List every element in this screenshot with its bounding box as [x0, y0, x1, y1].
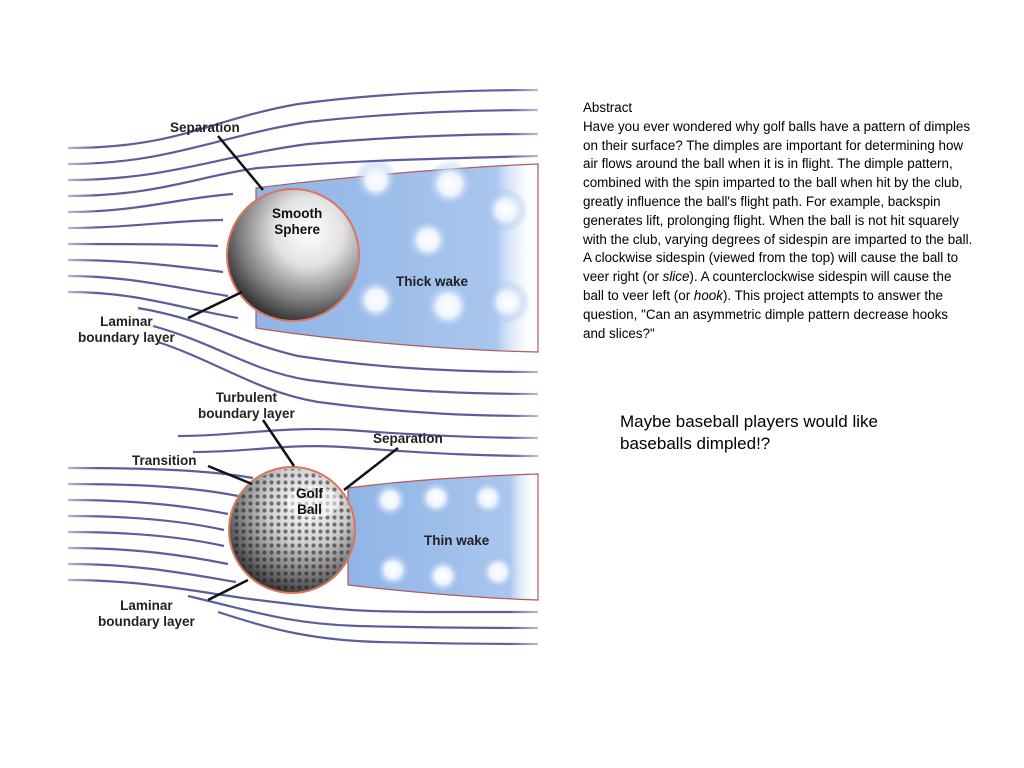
abstract-text-block: Abstract Have you ever wondered why golf…	[583, 99, 973, 343]
abstract-heading: Abstract	[583, 100, 633, 115]
abstract-body: Have you ever wondered why golf balls ha…	[583, 118, 973, 344]
label-transition: Transition	[132, 453, 197, 468]
transition-leader	[207, 464, 253, 486]
abstract-slice-term: slice	[662, 269, 690, 285]
smooth-sphere	[226, 188, 360, 322]
top-streamlines-lower	[67, 258, 539, 418]
abstract-body-part1: Have you ever wondered why golf balls ha…	[583, 118, 973, 285]
label-golf-ball-line1: Golf	[296, 486, 323, 501]
turbulent-leader	[261, 419, 296, 467]
label-top-separation: Separation	[170, 120, 240, 135]
abstract-hook-term: hook	[693, 287, 723, 303]
label-turbulent-line1: Turbulent	[215, 390, 278, 405]
label-turbulent-line2: boundary layer	[198, 406, 295, 421]
label-bottom-laminar: Laminar boundary layer	[98, 598, 195, 630]
airflow-diagram: Separation Smooth Sphere Thick wake Lami…	[58, 80, 548, 650]
label-golf-ball-line2: Ball	[297, 502, 322, 517]
top-streamlines-upper	[67, 88, 539, 248]
label-top-laminar-line1: Laminar	[100, 314, 153, 329]
wake-blobs	[354, 158, 530, 330]
abstract-body-part2: ). A counterclockwise sidespin will caus…	[583, 269, 952, 303]
label-turbulent: Turbulent boundary layer	[198, 390, 295, 422]
bottom-streamlines-lower	[67, 530, 539, 646]
label-bottom-laminar-line1: Laminar	[120, 598, 173, 613]
top-laminar-leader	[187, 290, 243, 320]
bottom-streamlines-upper	[67, 427, 539, 532]
bottom-laminar-leader	[207, 578, 249, 602]
abstract-body-part3: ). This project attempts to answer the q…	[583, 287, 948, 341]
thin-wake-blobs	[372, 480, 516, 594]
golf-ball-dimples	[231, 469, 353, 591]
label-bottom-separation: Separation	[373, 431, 443, 446]
top-separation-leader	[217, 135, 264, 191]
bottom-flow-group	[67, 419, 539, 646]
label-thin-wake: Thin wake	[424, 533, 490, 548]
bottom-separation-leader	[343, 447, 399, 491]
top-flow-group	[67, 88, 539, 418]
baseball-note: Maybe baseball players would like baseba…	[620, 412, 878, 453]
label-smooth-sphere-line1: Smooth	[272, 206, 323, 221]
label-top-laminar-line2: boundary layer	[78, 330, 175, 345]
label-thick-wake: Thick wake	[396, 274, 469, 289]
airflow-diagram-svg	[67, 88, 539, 646]
label-smooth-sphere: Smooth Sphere	[272, 206, 322, 238]
label-smooth-sphere-line2: Sphere	[274, 222, 321, 237]
label-bottom-laminar-line2: boundary layer	[98, 614, 195, 629]
label-top-laminar: Laminar boundary layer	[78, 314, 175, 346]
label-golf-ball: Golf Ball	[296, 486, 323, 518]
